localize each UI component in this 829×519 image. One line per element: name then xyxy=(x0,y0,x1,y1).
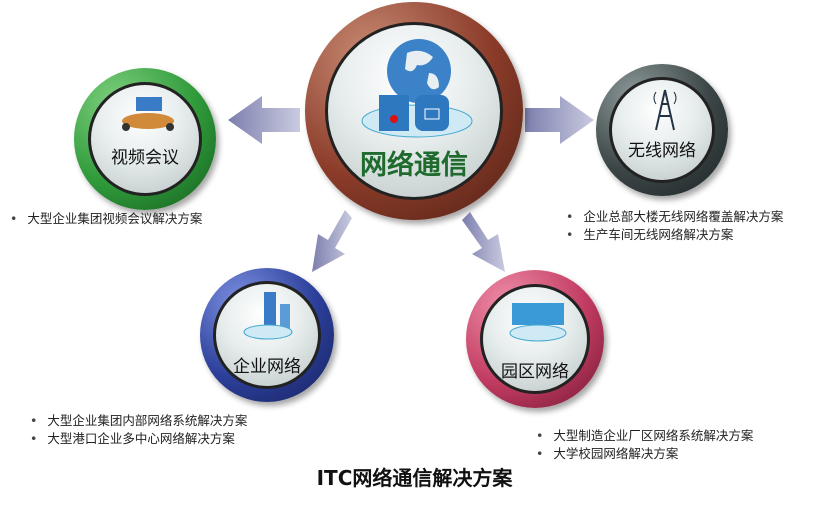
bullet-item: 企业总部大楼无线网络覆盖解决方案 xyxy=(566,208,783,226)
campus-node: 园区网络 xyxy=(466,270,604,408)
campus-label: 园区网络 xyxy=(501,362,569,382)
center-label: 网络通信 xyxy=(360,150,468,181)
wireless-node: 无线网络 xyxy=(596,64,728,196)
campus-network-icon xyxy=(509,303,567,342)
center-node: 网络通信 xyxy=(305,2,523,220)
wireless-label: 无线网络 xyxy=(628,141,696,161)
video-bullets: 大型企业集团视频会议解决方案 xyxy=(10,210,202,228)
video-node: 视频会议 xyxy=(74,68,216,210)
bullet-item: 大型企业集团内部网络系统解决方案 xyxy=(30,412,247,430)
bullet-item: 大学校园网络解决方案 xyxy=(536,445,753,463)
antenna-tower-icon xyxy=(653,89,677,131)
bullet-item: 生产车间无线网络解决方案 xyxy=(566,226,783,244)
video-label: 视频会议 xyxy=(111,148,179,168)
enterprise-label: 企业网络 xyxy=(233,357,301,377)
globe-network-icon xyxy=(361,39,473,138)
arrow-left-icon xyxy=(228,96,300,144)
enterprise-bullets: 大型企业集团内部网络系统解决方案 大型港口企业多中心网络解决方案 xyxy=(30,412,247,448)
arrow-right-icon xyxy=(525,96,594,144)
enterprise-network-icon xyxy=(243,292,293,340)
diagram-title: ITC网络通信解决方案 xyxy=(316,466,513,490)
campus-bullets: 大型制造企业厂区网络系统解决方案 大学校园网络解决方案 xyxy=(536,427,753,463)
wireless-bullets: 企业总部大楼无线网络覆盖解决方案 生产车间无线网络解决方案 xyxy=(566,208,783,244)
bullet-item: 大型企业集团视频会议解决方案 xyxy=(10,210,202,228)
arrow-down-left-icon xyxy=(312,210,352,272)
bullet-item: 大型制造企业厂区网络系统解决方案 xyxy=(536,427,753,445)
arrow-down-right-icon xyxy=(462,212,505,272)
bullet-item: 大型港口企业多中心网络解决方案 xyxy=(30,430,247,448)
conference-table-icon xyxy=(122,97,174,131)
enterprise-node: 企业网络 xyxy=(200,268,334,402)
